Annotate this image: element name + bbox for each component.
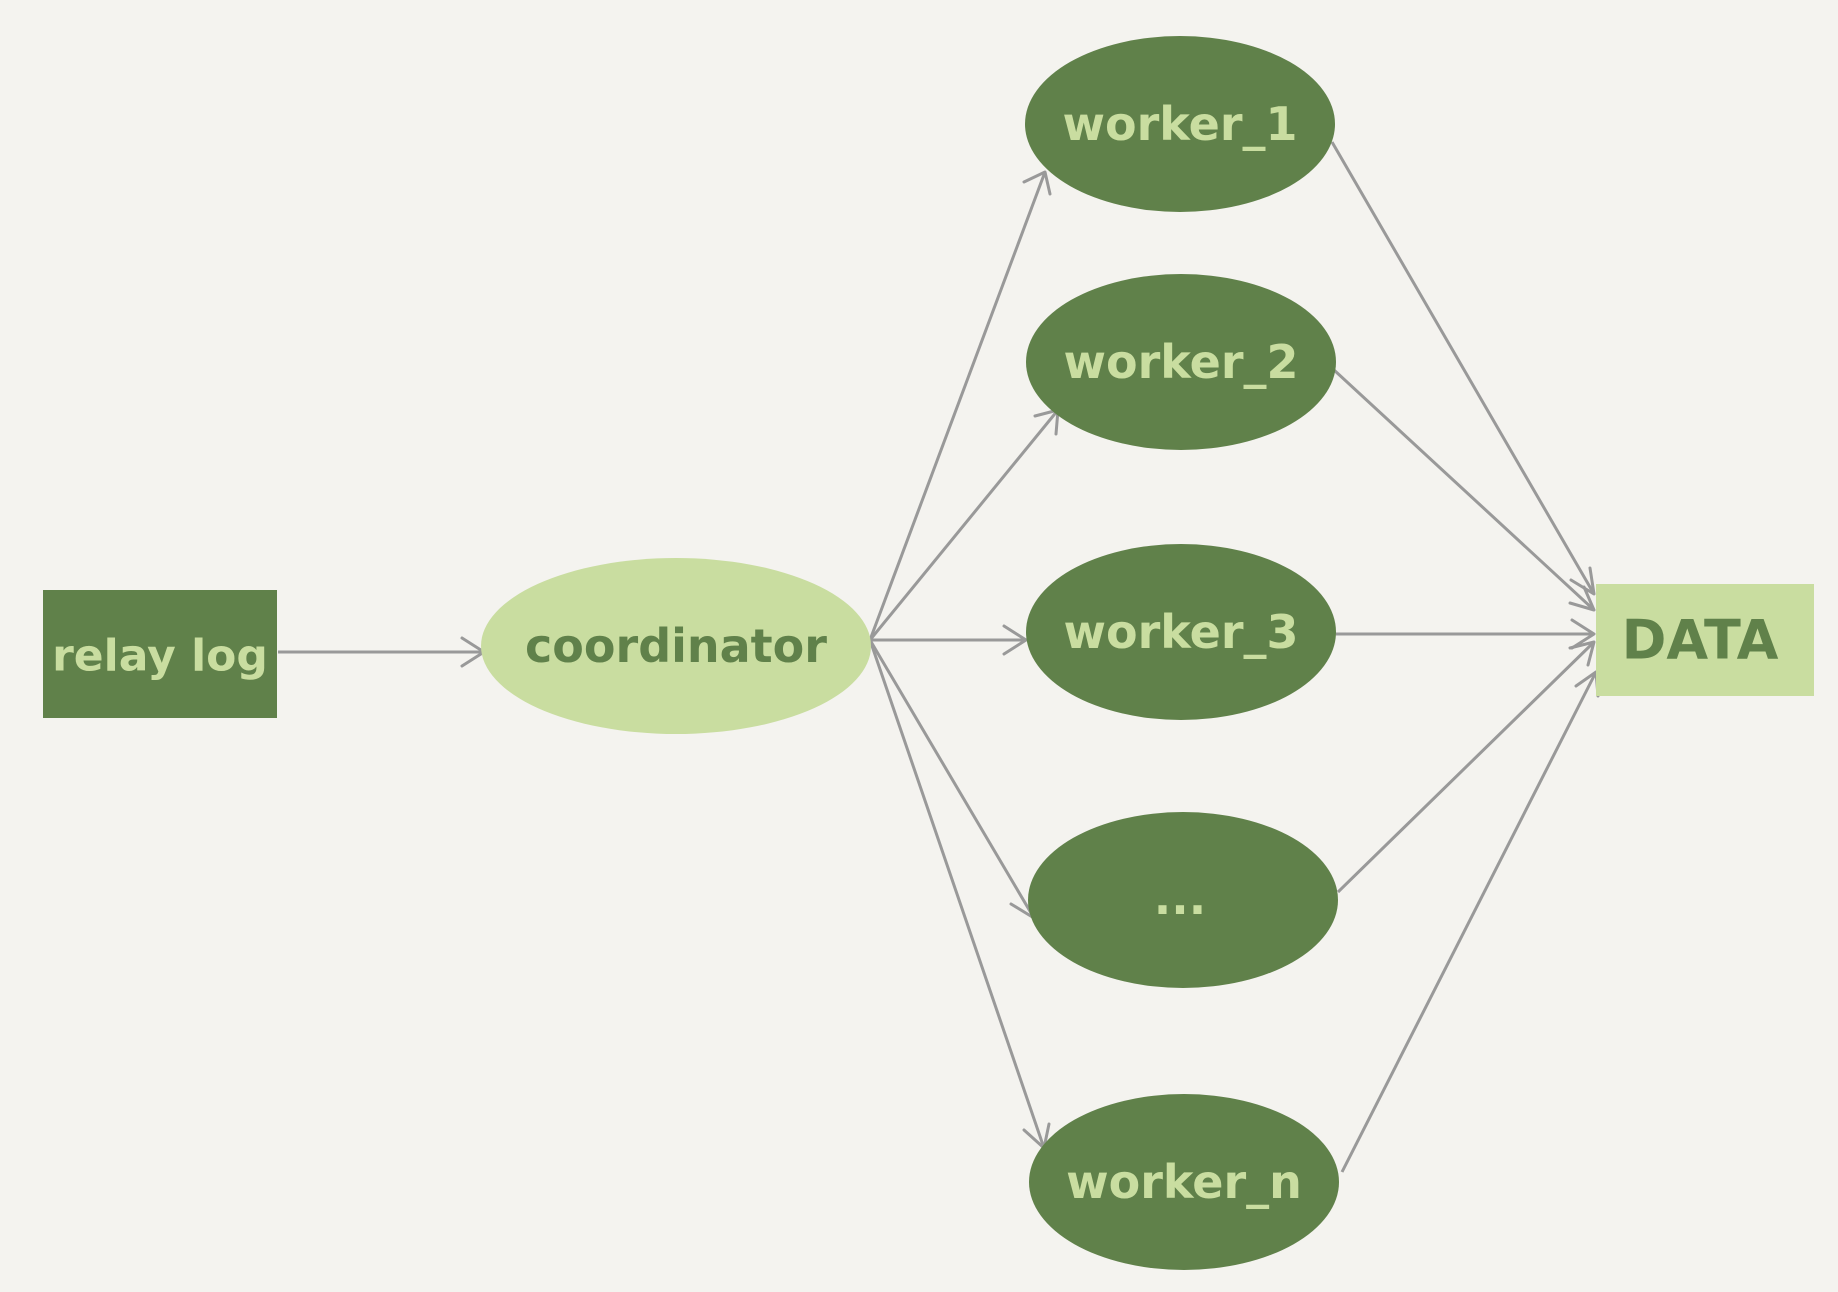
- data-box: [1596, 584, 1814, 696]
- worker-ellipsis-ellipse: [1028, 812, 1338, 988]
- worker-1-label: worker_1: [1062, 97, 1297, 151]
- node-coordinator: coordinator: [481, 558, 871, 734]
- edge-worker-1-to-data: [1330, 141, 1596, 596]
- worker-2-ellipse: [1026, 274, 1336, 450]
- node-worker-3: worker_3: [1026, 544, 1336, 720]
- coordinator-ellipse: [481, 558, 871, 734]
- edge-worker-n-to-data: [1340, 670, 1600, 1173]
- worker-1-ellipse: [1025, 36, 1335, 212]
- edge-coordinator-to-worker-2: [868, 408, 1060, 641]
- coordinator-label: coordinator: [525, 619, 827, 673]
- worker-ellipsis-label: ...: [1154, 871, 1206, 925]
- edge-coordinator-to-worker-1: [868, 170, 1052, 641]
- edge-worker-ellipsis-to-data: [1336, 640, 1596, 894]
- edge-coordinator-to-worker-n: [868, 639, 1051, 1150]
- edge-relay-log-to-coordinator: [278, 636, 486, 668]
- relay-log-label: relay log: [52, 631, 268, 682]
- node-data: DATA: [1596, 584, 1814, 696]
- worker-n-ellipse: [1029, 1094, 1339, 1270]
- edges: [278, 141, 1600, 1173]
- data-label: DATA: [1622, 609, 1779, 672]
- node-worker-2: worker_2: [1026, 274, 1336, 450]
- edge-worker-2-to-data: [1332, 368, 1596, 612]
- node-worker-ellipsis: ...: [1028, 812, 1338, 988]
- node-worker-n: worker_n: [1029, 1094, 1339, 1270]
- node-worker-1: worker_1: [1025, 36, 1335, 212]
- worker-n-label: worker_n: [1066, 1155, 1302, 1209]
- edge-worker-3-to-data: [1336, 618, 1596, 650]
- edge-coordinator-to-worker-3: [870, 624, 1028, 656]
- node-relay-log: relay log: [43, 590, 277, 718]
- relay-log-box: [43, 590, 277, 718]
- worker-2-label: worker_2: [1063, 335, 1298, 389]
- worker-3-label: worker_3: [1063, 605, 1298, 659]
- worker-3-ellipse: [1026, 544, 1336, 720]
